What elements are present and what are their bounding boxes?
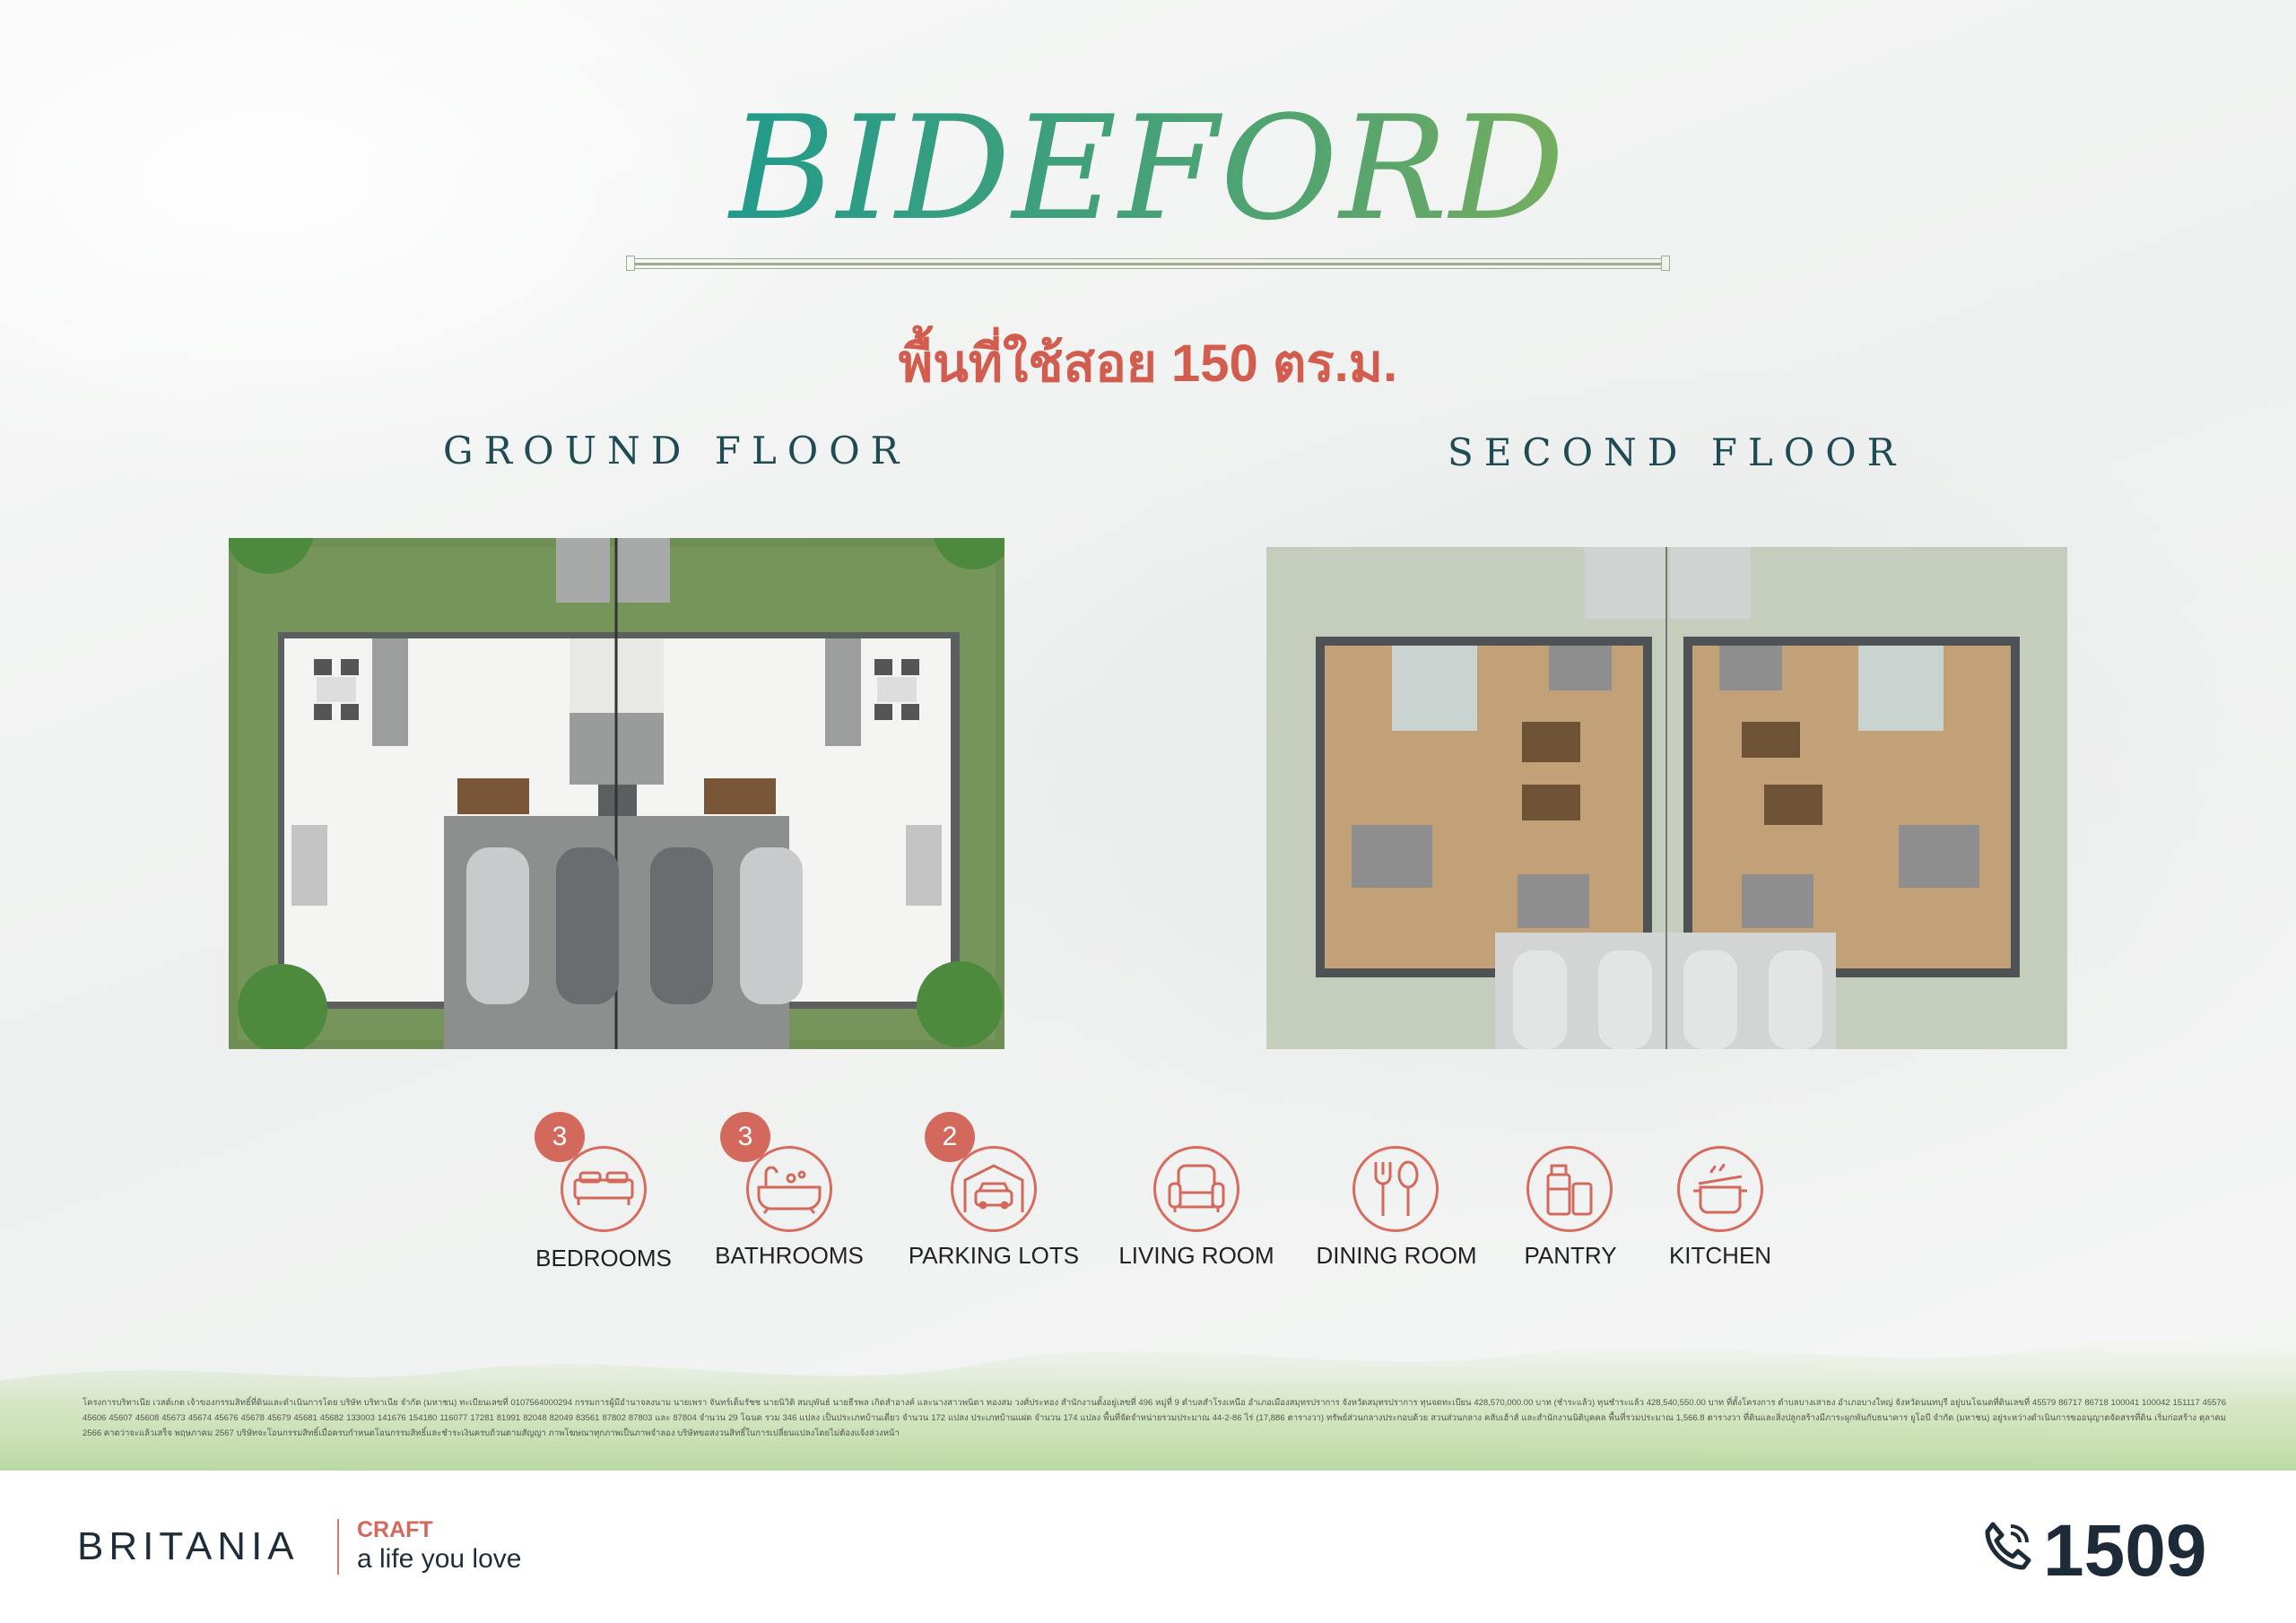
hotline-number[interactable]: 1509 xyxy=(2043,1510,2207,1592)
bathrooms-label: BATHROOMS xyxy=(715,1242,864,1269)
title-divider xyxy=(626,256,1670,272)
second-floor-label: SECOND FLOOR xyxy=(1448,430,1907,474)
amenity-circle xyxy=(746,1146,832,1232)
usable-area-text: พื้นที่ใช้สอย 150 ตร.ม. xyxy=(898,334,1398,393)
armchair-icon xyxy=(1168,1164,1225,1212)
phone-icon xyxy=(1985,1522,2031,1570)
cooking-pot-icon xyxy=(1693,1163,1747,1214)
footer-divider xyxy=(337,1519,339,1575)
tagline-text: a life you love xyxy=(357,1544,522,1574)
amenity-circle xyxy=(1352,1146,1439,1232)
britania-logo: BRITANIA xyxy=(77,1524,300,1568)
craft-text: CRAFT xyxy=(357,1517,433,1542)
bed-icon xyxy=(573,1171,634,1205)
page-title: BIDEFORD xyxy=(0,97,2296,240)
pantry-jars-icon xyxy=(1546,1164,1593,1216)
watercolor-decoration xyxy=(0,1338,2296,1471)
dining-room-label: DINING ROOM xyxy=(1316,1242,1477,1269)
amenity-circle xyxy=(1677,1146,1763,1232)
pantry-label: PANTRY xyxy=(1524,1242,1617,1269)
amenity-circle xyxy=(1526,1146,1613,1232)
amenity-circle xyxy=(1153,1146,1239,1232)
bedrooms-label: BEDROOMS xyxy=(535,1245,672,1271)
bathtub-icon xyxy=(757,1166,822,1214)
second-floor-plan xyxy=(1266,547,2067,1049)
ground-floor-label: GROUND FLOOR xyxy=(443,429,910,473)
bedrooms-count-badge: 3 xyxy=(535,1112,585,1162)
parking-lots-label: PARKING LOTS xyxy=(908,1242,1080,1269)
amenity-circle xyxy=(951,1146,1037,1232)
amenity-circle xyxy=(561,1146,647,1232)
footer-bar xyxy=(0,1471,2296,1623)
bathrooms-count-badge: 3 xyxy=(720,1112,770,1162)
ground-floor-plan xyxy=(229,538,1004,1049)
fork-spoon-icon xyxy=(1374,1160,1419,1216)
living-room-label: LIVING ROOM xyxy=(1118,1242,1274,1269)
kitchen-label: KITCHEN xyxy=(1668,1242,1772,1269)
legal-disclaimer: โครงการบริทาเนีย เวสต์เกต เจ้าของกรรมสิท… xyxy=(83,1398,2226,1438)
garage-car-icon xyxy=(963,1164,1024,1212)
parking-count-badge: 2 xyxy=(925,1112,975,1162)
